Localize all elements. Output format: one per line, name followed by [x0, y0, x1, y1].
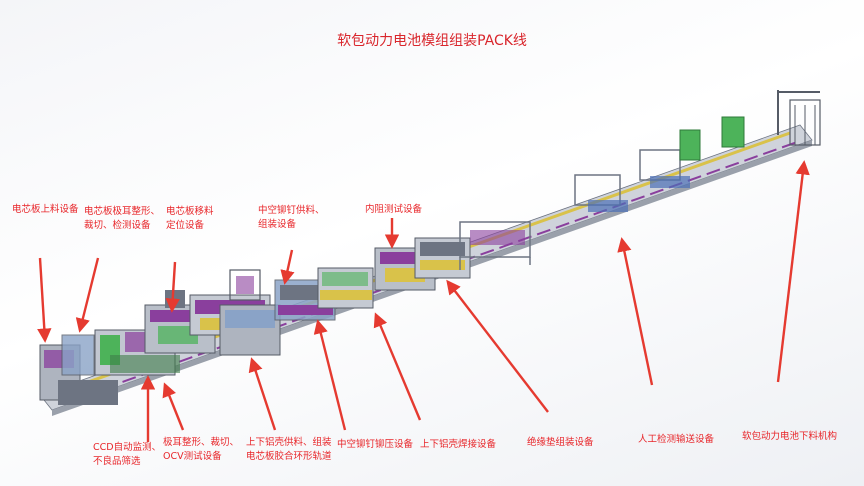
machine-shell-feed — [219, 269, 281, 356]
machine-shell-weld — [414, 237, 471, 279]
arrow-insulation-pad — [446, 279, 549, 413]
arrow-tab-shaping — [75, 257, 100, 333]
arrow-rivet-press — [313, 319, 347, 431]
label-shell-feed: 上下铝壳供料、组装 电芯板胶合环形轨道 — [246, 437, 332, 462]
arrow-cell-transfer — [165, 261, 180, 313]
label-rivet-press: 中空铆钉铆压设备 — [337, 439, 414, 450]
machine-unloading — [777, 90, 821, 146]
machine-insulation-pad — [459, 221, 531, 270]
arrow-manual-inspection — [617, 237, 654, 386]
label-rivet-feed: 中空铆钉供料、 组装设备 — [258, 205, 325, 230]
arrow-shell-feed — [248, 357, 277, 431]
label-insulation-pad: 绝缘垫组装设备 — [527, 437, 594, 448]
label-tab-ocv: 极耳整形、裁切、 OCV测试设备 — [163, 437, 240, 462]
arrow-rivet-feed — [280, 249, 295, 285]
arrow-shell-weld — [373, 312, 422, 421]
arrow-unloading — [776, 160, 810, 383]
machine-rivet-press — [317, 267, 374, 309]
page-title: 软包动力电池模组组装PACK线 — [337, 33, 527, 49]
arrow-cell-loading — [37, 257, 52, 343]
arrow-tab-ocv — [162, 382, 185, 431]
label-tab-shaping: 电芯板极耳整形、 裁切、检测设备 — [84, 206, 161, 231]
pointer-arrows — [37, 160, 810, 442]
machine-manual-inspection — [574, 116, 745, 212]
label-unloading: 软包动力电池下料机构 — [742, 431, 838, 442]
label-manual-inspection: 人工检测输送设备 — [638, 434, 715, 445]
machine-cell-loading — [39, 334, 118, 405]
label-shell-weld: 上下铝壳焊接设备 — [420, 439, 497, 450]
label-ccd: CCD自动监测、 不良品筛选 — [93, 442, 162, 467]
label-internal-resistance: 内阻测试设备 — [365, 204, 423, 215]
label-cell-transfer: 电芯板移料 定位设备 — [166, 206, 214, 231]
label-cell-loading: 电芯板上料设备 — [12, 204, 79, 215]
